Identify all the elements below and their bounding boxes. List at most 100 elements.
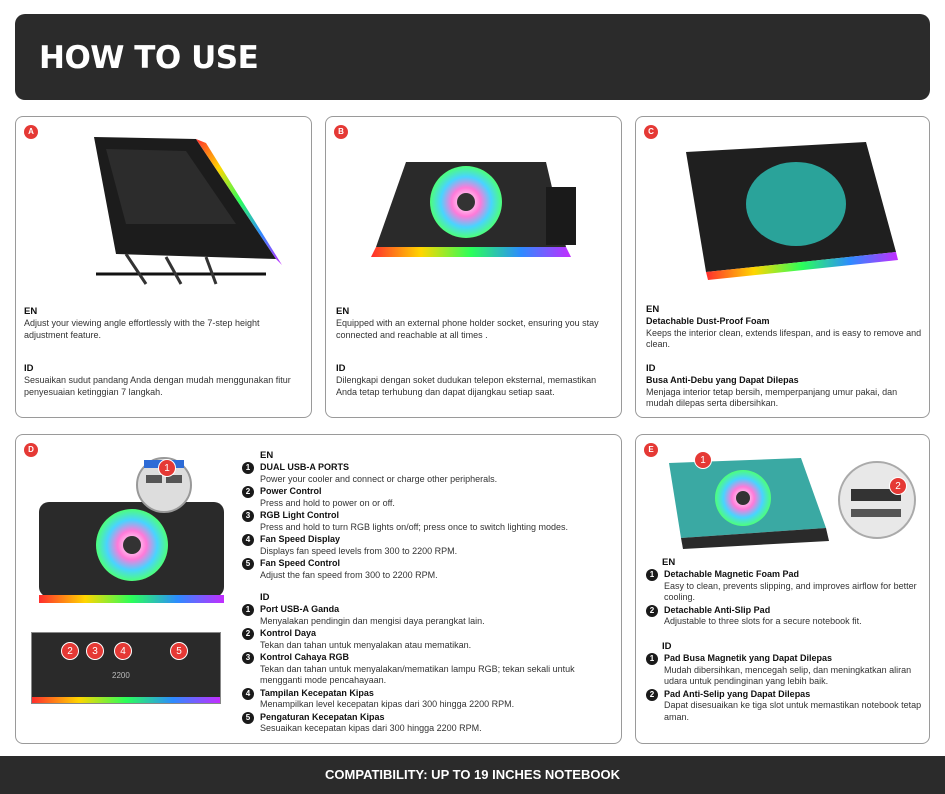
id-text: Sesuaikan sudut pandang Anda dengan muda…	[24, 375, 291, 397]
item-title: Tampilan Kecepatan Kipas	[260, 687, 374, 698]
en-text: Equipped with an external phone holder s…	[336, 318, 599, 340]
item-text: Dapat disesuaikan ke tiga slot untuk mem…	[664, 700, 922, 722]
item-number: 2	[242, 486, 254, 498]
callout-2: 2	[889, 477, 907, 495]
panel-a: A EN Adjust your viewing angle effortles…	[15, 116, 312, 418]
item-title: Kontrol Cahaya RGB	[260, 652, 350, 662]
phone-holder-image	[371, 162, 576, 257]
item-title: Pad Busa Magnetik yang Dapat Dilepas	[664, 653, 833, 663]
en-body: Keeps the interior clean, extends lifesp…	[646, 327, 922, 350]
panel-badge: A	[24, 125, 38, 139]
en-label: EN	[646, 304, 660, 315]
page-title: HOW TO USE	[39, 40, 259, 76]
item-text: Menyalakan pendingin dan mengisi daya pe…	[260, 615, 485, 626]
item-title: Fan Speed Display	[260, 534, 341, 544]
en-label: EN	[24, 306, 38, 317]
item-text: Displays fan speed levels from 300 to 22…	[260, 545, 458, 556]
item-text: Menampilkan level kecepatan kipas dari 3…	[260, 699, 515, 709]
item-title: Kontrol Daya	[260, 628, 317, 638]
en-label: EN	[336, 306, 350, 317]
item-title: Fan Speed Control	[260, 558, 341, 568]
en-text: Detachable Dust-Proof Foam Keeps the int…	[646, 316, 926, 351]
compatibility-text: COMPATIBILITY: UP TO 19 INCHES NOTEBOOK	[325, 767, 620, 782]
item-title: Pengaturan Kecepatan Kipas	[260, 711, 385, 722]
callout-2: 2	[61, 642, 79, 660]
callout-1: 1	[694, 451, 712, 469]
id-label: ID	[646, 363, 656, 374]
item-text: Sesuaikan kecepatan kipas dari 300 hingg…	[260, 723, 482, 733]
footer-bar: COMPATIBILITY: UP TO 19 INCHES NOTEBOOK	[0, 756, 945, 794]
item-number: 1	[242, 604, 254, 616]
foam-pad-image	[669, 458, 829, 549]
header-banner: HOW TO USE	[15, 14, 930, 100]
id-label: ID	[336, 363, 346, 374]
height-adjust-image	[94, 137, 282, 285]
id-label: ID	[24, 363, 34, 374]
callout-3: 3	[86, 642, 104, 660]
id-label: ID	[260, 592, 270, 603]
item-title: RGB Light Control	[260, 510, 339, 520]
callout-5: 5	[170, 642, 188, 660]
panel-c: C EN Detachable Dust-Proof Foam Keeps th…	[635, 116, 930, 418]
item-title: Port USB-A Ganda	[260, 604, 340, 614]
anti-slip-zoom	[838, 461, 916, 539]
item-text: Mudah dibersihkan, mencegah selip, dan m…	[664, 664, 912, 687]
item-number: 1	[646, 653, 658, 665]
callout-1: 1	[158, 459, 176, 477]
item-text: Adjustable to three slots for a secure n…	[664, 616, 862, 626]
item-text: Easy to clean, prevents slipping, and im…	[664, 580, 917, 603]
item-text: Power your cooler and connect or charge …	[260, 473, 498, 484]
en-text: Adjust your viewing angle effortlessly w…	[24, 318, 260, 340]
item-number: 2	[242, 628, 254, 640]
id-text: Busa Anti-Debu yang Dapat Dilepas Menjag…	[646, 375, 926, 410]
item-number: 1	[646, 569, 658, 581]
item-number: 4	[242, 687, 254, 700]
item-text: Press and hold to power on or off.	[260, 497, 395, 508]
en-title: Detachable Dust-Proof Foam	[646, 316, 770, 326]
item-title: DUAL USB-A PORTS	[260, 462, 350, 472]
item-number: 2	[646, 604, 658, 617]
item-number: 3	[242, 652, 254, 664]
item-number: 1	[242, 462, 254, 474]
item-number: 5	[242, 558, 254, 570]
item-number: 2	[646, 688, 658, 701]
panel-badge: B	[334, 125, 348, 139]
item-text: Adjust the fan speed from 300 to 2200 RP…	[260, 569, 438, 580]
control-rgb-strip	[32, 697, 220, 703]
id-title: Busa Anti-Debu yang Dapat Dilepas	[646, 375, 799, 385]
item-title: Power Control	[260, 486, 322, 496]
item-number: 5	[242, 711, 254, 724]
id-label: ID	[662, 641, 672, 652]
item-text: Tekan dan tahan untuk menyalakan/mematik…	[260, 663, 575, 686]
item-title: Pad Anti-Selip yang Dapat Dilepas	[664, 688, 811, 699]
item-text: Tekan dan tahan untuk menyalakan atau me…	[260, 639, 472, 650]
fan-speed-display: 2200	[112, 671, 130, 680]
item-number: 4	[242, 534, 254, 546]
panel-b: B EN Equipped with an external phone hol…	[325, 116, 622, 418]
id-body: Menjaga interior tetap bersih, memperpan…	[646, 386, 898, 409]
panel-badge: D	[24, 443, 38, 457]
en-label: EN	[260, 450, 274, 461]
item-title: Detachable Anti-Slip Pad	[664, 604, 771, 615]
en-label: EN	[662, 557, 676, 568]
